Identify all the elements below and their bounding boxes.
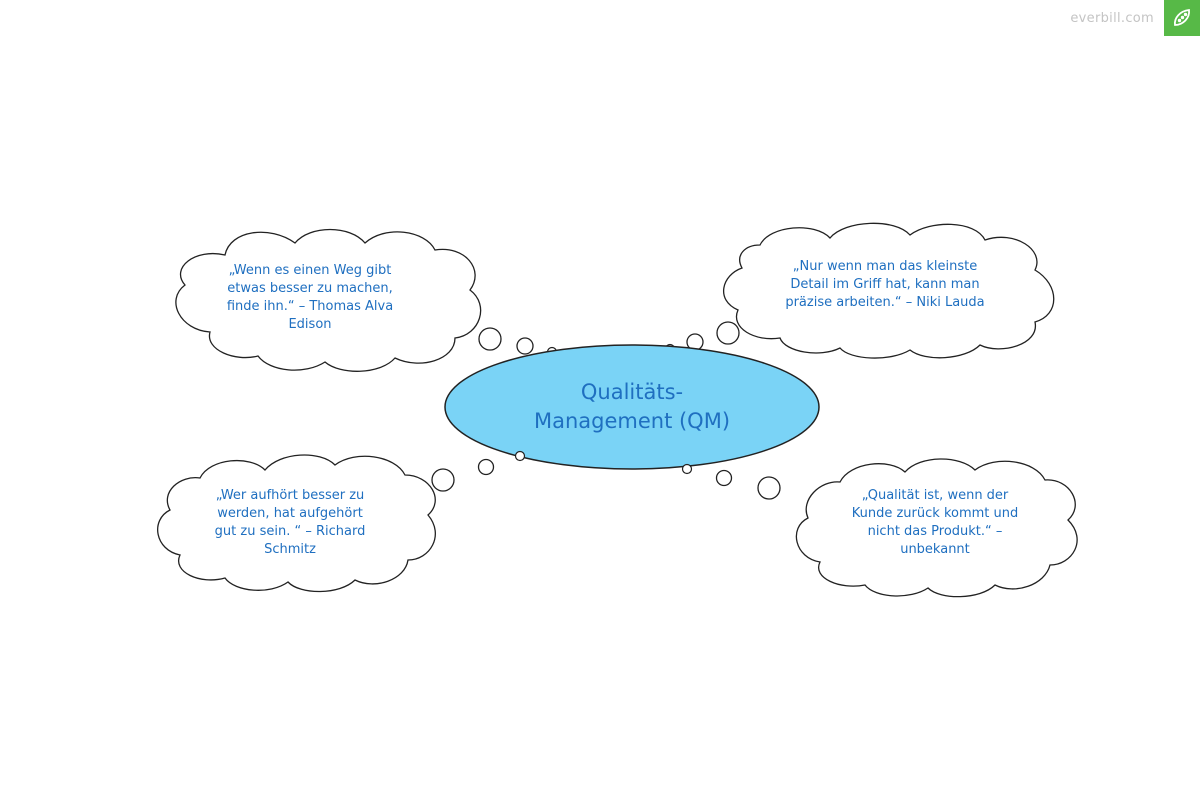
brand-corner: everbill.com [1070, 0, 1200, 36]
thought-bubbles-bottom-right [681, 463, 781, 500]
quote-bottom-left: „Wer aufhört besser zu werden, hat aufge… [214, 488, 366, 557]
thought-cloud-top-left [175, 228, 482, 372]
center-topic-title: Qualitäts- Management (QM) [533, 380, 731, 433]
thought-bubbles-bottom-left [431, 450, 526, 492]
center-topic [444, 344, 820, 470]
thought-cloud-bottom-right [795, 458, 1078, 598]
thought-cloud-bottom-left [157, 454, 436, 593]
brand-site-name[interactable]: everbill.com [1070, 10, 1154, 26]
quote-bottom-right: „Qualität ist, wenn der Kunde zurück kom… [851, 488, 1019, 557]
quote-top-left: „Wenn es einen Weg gibt etwas besser zu … [226, 263, 394, 332]
thought-cloud-top-right [722, 222, 1055, 359]
quote-top-right: „Nur wenn man das kleinste Detail im Gri… [785, 259, 985, 310]
pea-pod-icon[interactable] [1164, 0, 1200, 36]
